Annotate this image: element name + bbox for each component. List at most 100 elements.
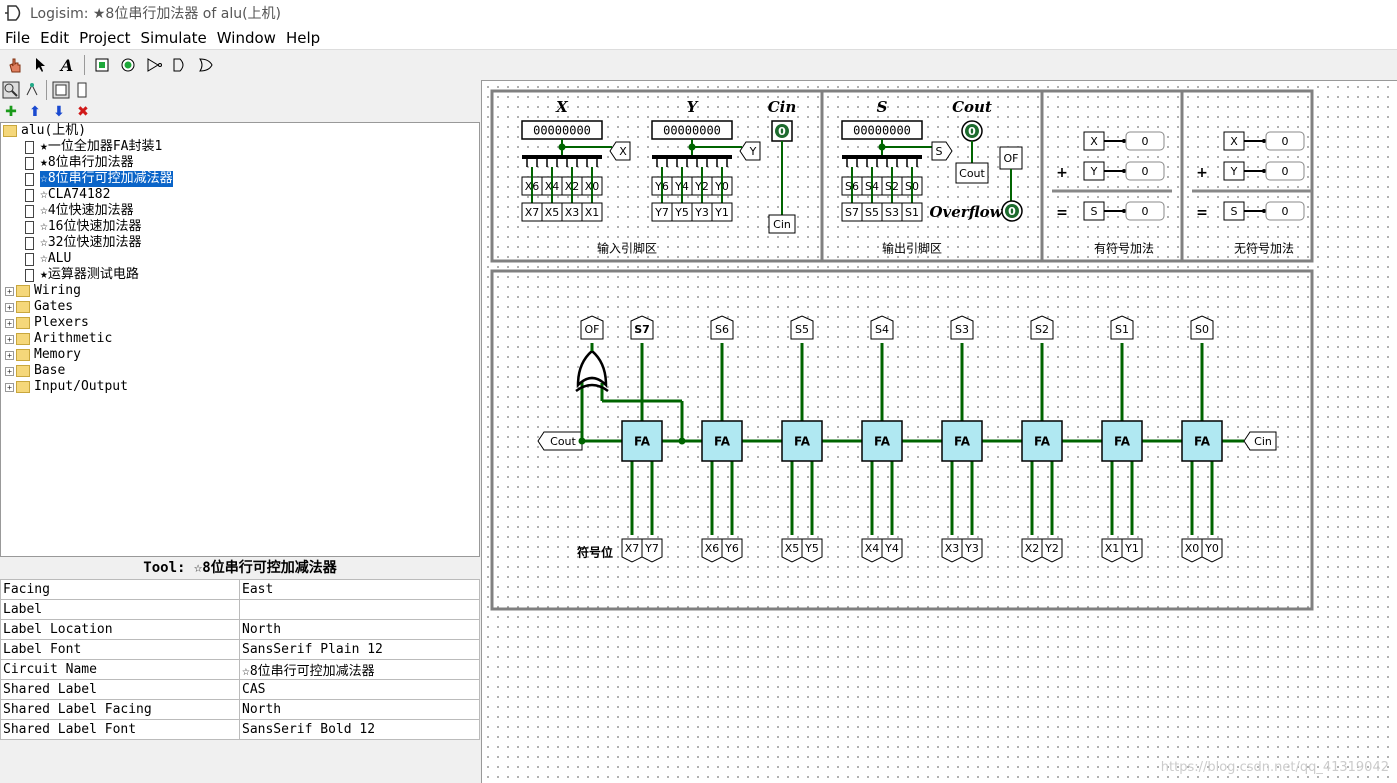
signed-add-value-probe[interactable] (1125, 161, 1165, 181)
x-chain-tunnel[interactable] (861, 538, 883, 563)
signed-add-value-probe[interactable] (1125, 131, 1165, 151)
full-adder-block[interactable] (1021, 420, 1063, 462)
attribute-value[interactable]: ☆8位串行可控加减法器 (239, 659, 480, 680)
text-tool-icon[interactable]: A (60, 55, 74, 75)
full-adder-block[interactable] (701, 420, 743, 462)
sum-tunnel[interactable] (790, 315, 814, 340)
attribute-value[interactable]: North (239, 699, 480, 720)
tree-circuit-item[interactable]: ☆ALU (1, 251, 479, 267)
tree-library-item[interactable]: +Plexers (1, 315, 479, 331)
expand-plus-icon[interactable]: + (5, 382, 14, 392)
full-adder-block[interactable] (621, 420, 663, 462)
move-up-icon[interactable]: ⬆ (29, 104, 41, 120)
signed-add-value-probe[interactable] (1125, 201, 1165, 221)
unsigned-add-value-probe[interactable] (1265, 161, 1305, 181)
full-adder-block[interactable] (781, 420, 823, 462)
attribute-value[interactable]: SansSerif Plain 12 (239, 639, 480, 660)
x-chain-tunnel[interactable] (621, 538, 643, 563)
y-chain-tunnel[interactable] (961, 538, 983, 563)
or-gate-icon[interactable] (195, 54, 217, 76)
tree-library-item[interactable]: +Gates (1, 299, 479, 315)
appearance-view-icon[interactable] (73, 81, 91, 99)
tree-root[interactable]: alu(上机) (1, 123, 479, 139)
select-arrow-icon[interactable] (30, 54, 52, 76)
tree-circuit-item[interactable]: ☆CLA74182 (1, 187, 479, 203)
tree-circuit-item[interactable]: ★一位全加器FA封装1 (1, 139, 479, 155)
y-chain-tunnel[interactable] (1121, 538, 1143, 563)
y-chain-tunnel[interactable] (1201, 538, 1223, 563)
explorer-view-icon[interactable] (2, 81, 20, 99)
x-tunnel[interactable] (609, 141, 631, 161)
x-chain-tunnel[interactable] (781, 538, 803, 563)
expand-plus-icon[interactable]: + (5, 318, 14, 328)
poke-hand-icon[interactable] (4, 54, 26, 76)
tree-circuit-item[interactable]: ☆8位串行可控加减法器 (1, 171, 479, 187)
menu-help[interactable]: Help (285, 28, 321, 47)
menu-file[interactable]: File (5, 28, 31, 47)
expand-plus-icon[interactable]: + (5, 302, 14, 312)
cin-chain-tunnel[interactable] (1243, 431, 1277, 451)
circuit-canvas[interactable]: X00000000XX6X4X2X0X7X5X3X1Y00000000YY6Y4… (481, 80, 1397, 783)
full-adder-block[interactable] (941, 420, 983, 462)
of-chain-tunnel[interactable] (580, 315, 604, 340)
attribute-value[interactable]: North (239, 619, 480, 640)
s-bit-tunnel[interactable] (901, 202, 923, 222)
move-down-icon[interactable]: ⬇ (53, 104, 65, 120)
sum-tunnel[interactable] (710, 315, 734, 340)
layout-view-icon[interactable] (52, 81, 70, 99)
cin-tunnel[interactable] (768, 214, 796, 234)
full-adder-block[interactable] (1101, 420, 1143, 462)
expand-plus-icon[interactable]: + (5, 366, 14, 376)
expand-plus-icon[interactable]: + (5, 350, 14, 360)
tree-circuit-item[interactable]: ★8位串行加法器 (1, 155, 479, 171)
x-chain-tunnel[interactable] (1021, 538, 1043, 563)
expand-plus-icon[interactable]: + (5, 286, 14, 296)
x-bit-tunnel[interactable] (581, 202, 603, 222)
sum-tunnel[interactable] (1190, 315, 1214, 340)
x-chain-tunnel[interactable] (1101, 538, 1123, 563)
unsigned-add-value-probe[interactable] (1265, 201, 1305, 221)
y-tunnel[interactable] (739, 141, 761, 161)
tree-library-item[interactable]: +Input/Output (1, 379, 479, 395)
s-tunnel[interactable] (931, 141, 953, 161)
menu-simulate[interactable]: Simulate (140, 28, 207, 47)
tree-circuit-item[interactable]: ☆16位快速加法器 (1, 219, 479, 235)
sum-tunnel[interactable] (950, 315, 974, 340)
attribute-value[interactable] (239, 599, 480, 620)
tree-library-item[interactable]: +Base (1, 363, 479, 379)
cout-tunnel[interactable] (955, 162, 989, 184)
tree-circuit-item[interactable]: ☆4位快速加法器 (1, 203, 479, 219)
tree-library-item[interactable]: +Memory (1, 347, 479, 363)
attribute-value[interactable]: East (239, 579, 480, 600)
menu-project[interactable]: Project (79, 28, 131, 47)
not-gate-icon[interactable] (143, 54, 165, 76)
expand-plus-icon[interactable]: + (5, 334, 14, 344)
tree-circuit-item[interactable]: ★运算器测试电路 (1, 267, 479, 283)
y-chain-tunnel[interactable] (1041, 538, 1063, 563)
menu-edit[interactable]: Edit (40, 28, 70, 47)
attribute-value[interactable]: CAS (239, 679, 480, 700)
sum-tunnel[interactable] (1030, 315, 1054, 340)
tree-circuit-item[interactable]: ☆32位快速加法器 (1, 235, 479, 251)
tree-library-item[interactable]: +Arithmetic (1, 331, 479, 347)
tree-view-icon[interactable] (23, 81, 41, 99)
circuit-diagram[interactable]: X00000000XX6X4X2X0X7X5X3X1Y00000000YY6Y4… (482, 81, 1397, 783)
y-chain-tunnel[interactable] (721, 538, 743, 563)
menu-window[interactable]: Window (216, 28, 276, 47)
sum-tunnel[interactable] (870, 315, 894, 340)
y-bit-tunnel[interactable] (711, 202, 733, 222)
sum-tunnel[interactable] (630, 315, 654, 340)
y-chain-tunnel[interactable] (881, 538, 903, 563)
y-chain-tunnel[interactable] (641, 538, 663, 563)
tree-library-item[interactable]: +Wiring (1, 283, 479, 299)
attribute-row[interactable]: Circuit Name☆8位串行可控加减法器 (0, 659, 480, 680)
attribute-row[interactable]: Label (0, 599, 480, 620)
x-chain-tunnel[interactable] (1181, 538, 1203, 563)
full-adder-block[interactable] (1181, 420, 1223, 462)
